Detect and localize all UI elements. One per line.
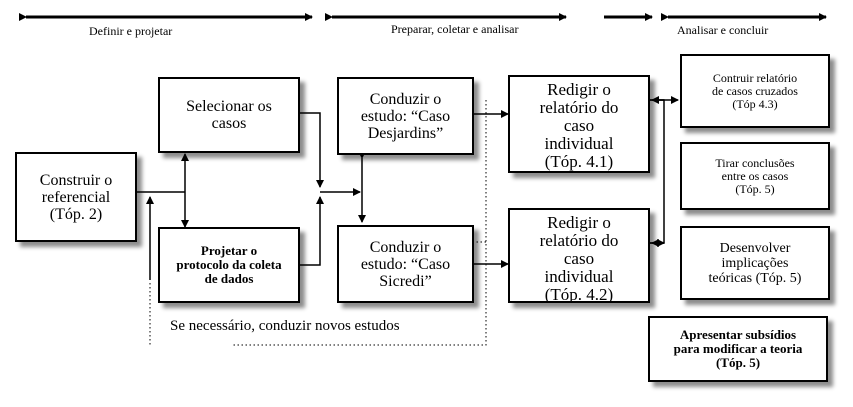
box-draw-conclusions-text: Tirar conclusões entre os casos (Tóp. 5) xyxy=(715,155,795,196)
box-design-protocol-text: Projetar o protocolo da coleta de dados xyxy=(176,243,282,286)
box-draw-conclusions: Tirar conclusões entre os casos (Tóp. 5) xyxy=(680,142,830,210)
box-design-protocol: Projetar o protocolo da coleta de dados xyxy=(158,227,300,303)
box-theory-subsidies-text: Apresentar subsídios para modificar a te… xyxy=(673,327,803,370)
box-theoretical-implications: Desenvolver implicações teóricas (Tóp. 5… xyxy=(680,226,830,300)
box-study-desjardins: Conduzir o estudo: “Caso Desjardins” xyxy=(337,77,474,155)
phase-label-define: Definir e projetar xyxy=(89,24,173,38)
box-build-referencial: Construir o referencial (Tóp. 2) xyxy=(15,152,137,242)
conn-select-merge xyxy=(300,112,324,188)
box-cross-case-report-text: Contruir relatório de casos cruzados (Tó… xyxy=(712,70,798,111)
conn-reports-cross xyxy=(650,99,665,244)
box-report-case-2-text: Redigir o relatório do caso individual (… xyxy=(539,213,619,303)
box-select-cases: Selecionar os casos xyxy=(158,77,300,153)
box-report-case-1: Redigir o relatório do caso individual (… xyxy=(508,75,650,173)
box-theory-subsidies: Apresentar subsídios para modificar a te… xyxy=(648,316,828,382)
box-select-cases-text: Selecionar os casos xyxy=(186,98,272,132)
box-report-case-2: Redigir o relatório do caso individual (… xyxy=(508,208,650,303)
box-cross-case-report: Contruir relatório de casos cruzados (Tó… xyxy=(680,54,830,128)
note-new-studies: Se necessário, conduzir novos estudos xyxy=(170,318,400,334)
conn-protocol-merge xyxy=(300,196,324,266)
conn-feedback-dotted xyxy=(232,100,487,346)
box-study-sicredi-text: Conduzir o estudo: “Caso Sicredi” xyxy=(360,238,451,290)
phase-label-analyze: Analisar e concluir xyxy=(677,23,769,37)
phase-label-prepare: Preparar, coletar e analisar xyxy=(391,22,519,36)
box-study-desjardins-text: Conduzir o estudo: “Caso Desjardins” xyxy=(360,90,451,142)
box-report-case-1-text: Redigir o relatório do caso individual (… xyxy=(539,80,619,171)
box-build-referencial-text: Construir o referencial (Tóp. 2) xyxy=(39,171,113,223)
box-study-sicredi: Conduzir o estudo: “Caso Sicredi” xyxy=(337,225,474,303)
box-theoretical-implications-text: Desenvolver implicações teóricas (Tóp. 5… xyxy=(708,240,802,286)
